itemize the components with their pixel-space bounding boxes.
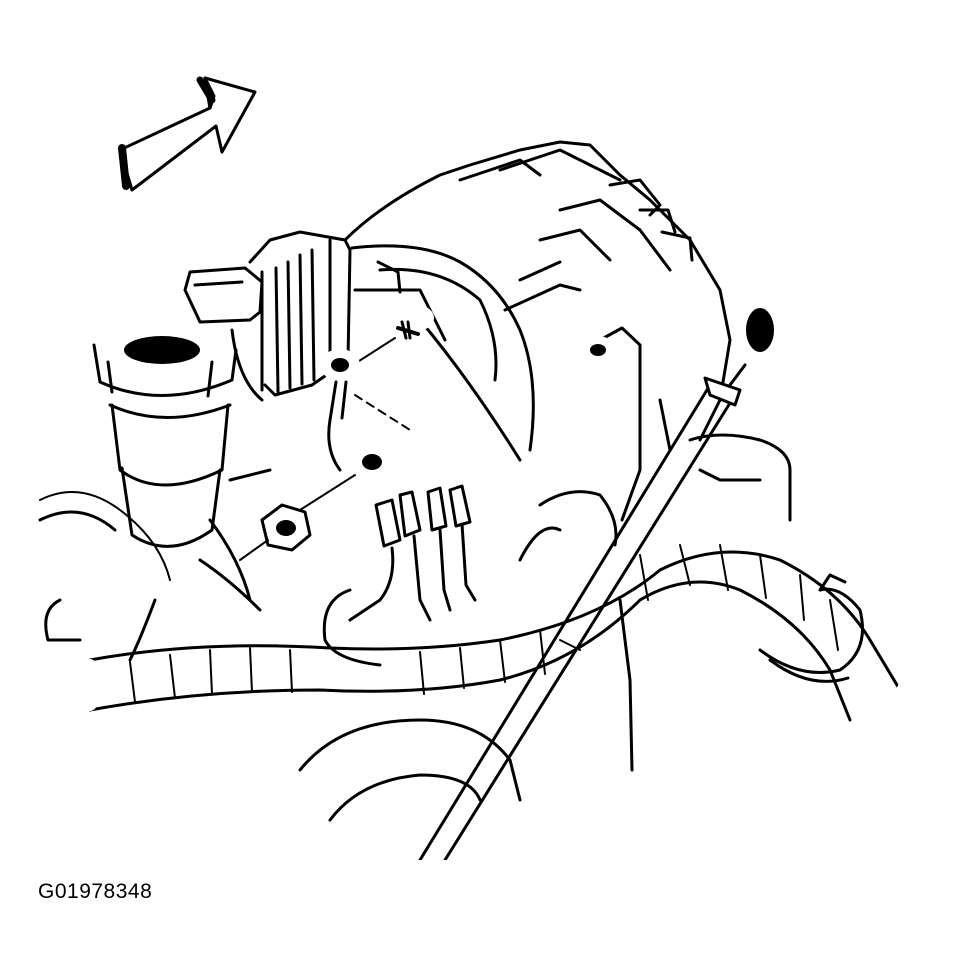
ring-terminal-upper: [320, 349, 411, 472]
radiator-cap: [92, 327, 238, 548]
electrical-connector-block: [183, 230, 352, 402]
alternator-wiring-illustration: [38, 76, 926, 860]
alternator: [343, 140, 732, 522]
direction-arrow-icon: [118, 76, 257, 192]
battery-terminal-stud: [344, 306, 434, 371]
ground-ring-terminal: [728, 290, 788, 387]
wire-connectors: [322, 484, 477, 667]
terminal-nut: [239, 503, 312, 561]
ring-terminal-middle: [299, 444, 394, 511]
wiring-harness: [38, 491, 926, 739]
engine-block-contours: [128, 398, 792, 822]
battery-cable: [418, 376, 742, 860]
harness-clamp: [758, 573, 864, 683]
figure-id-label: G01978348: [38, 880, 153, 903]
